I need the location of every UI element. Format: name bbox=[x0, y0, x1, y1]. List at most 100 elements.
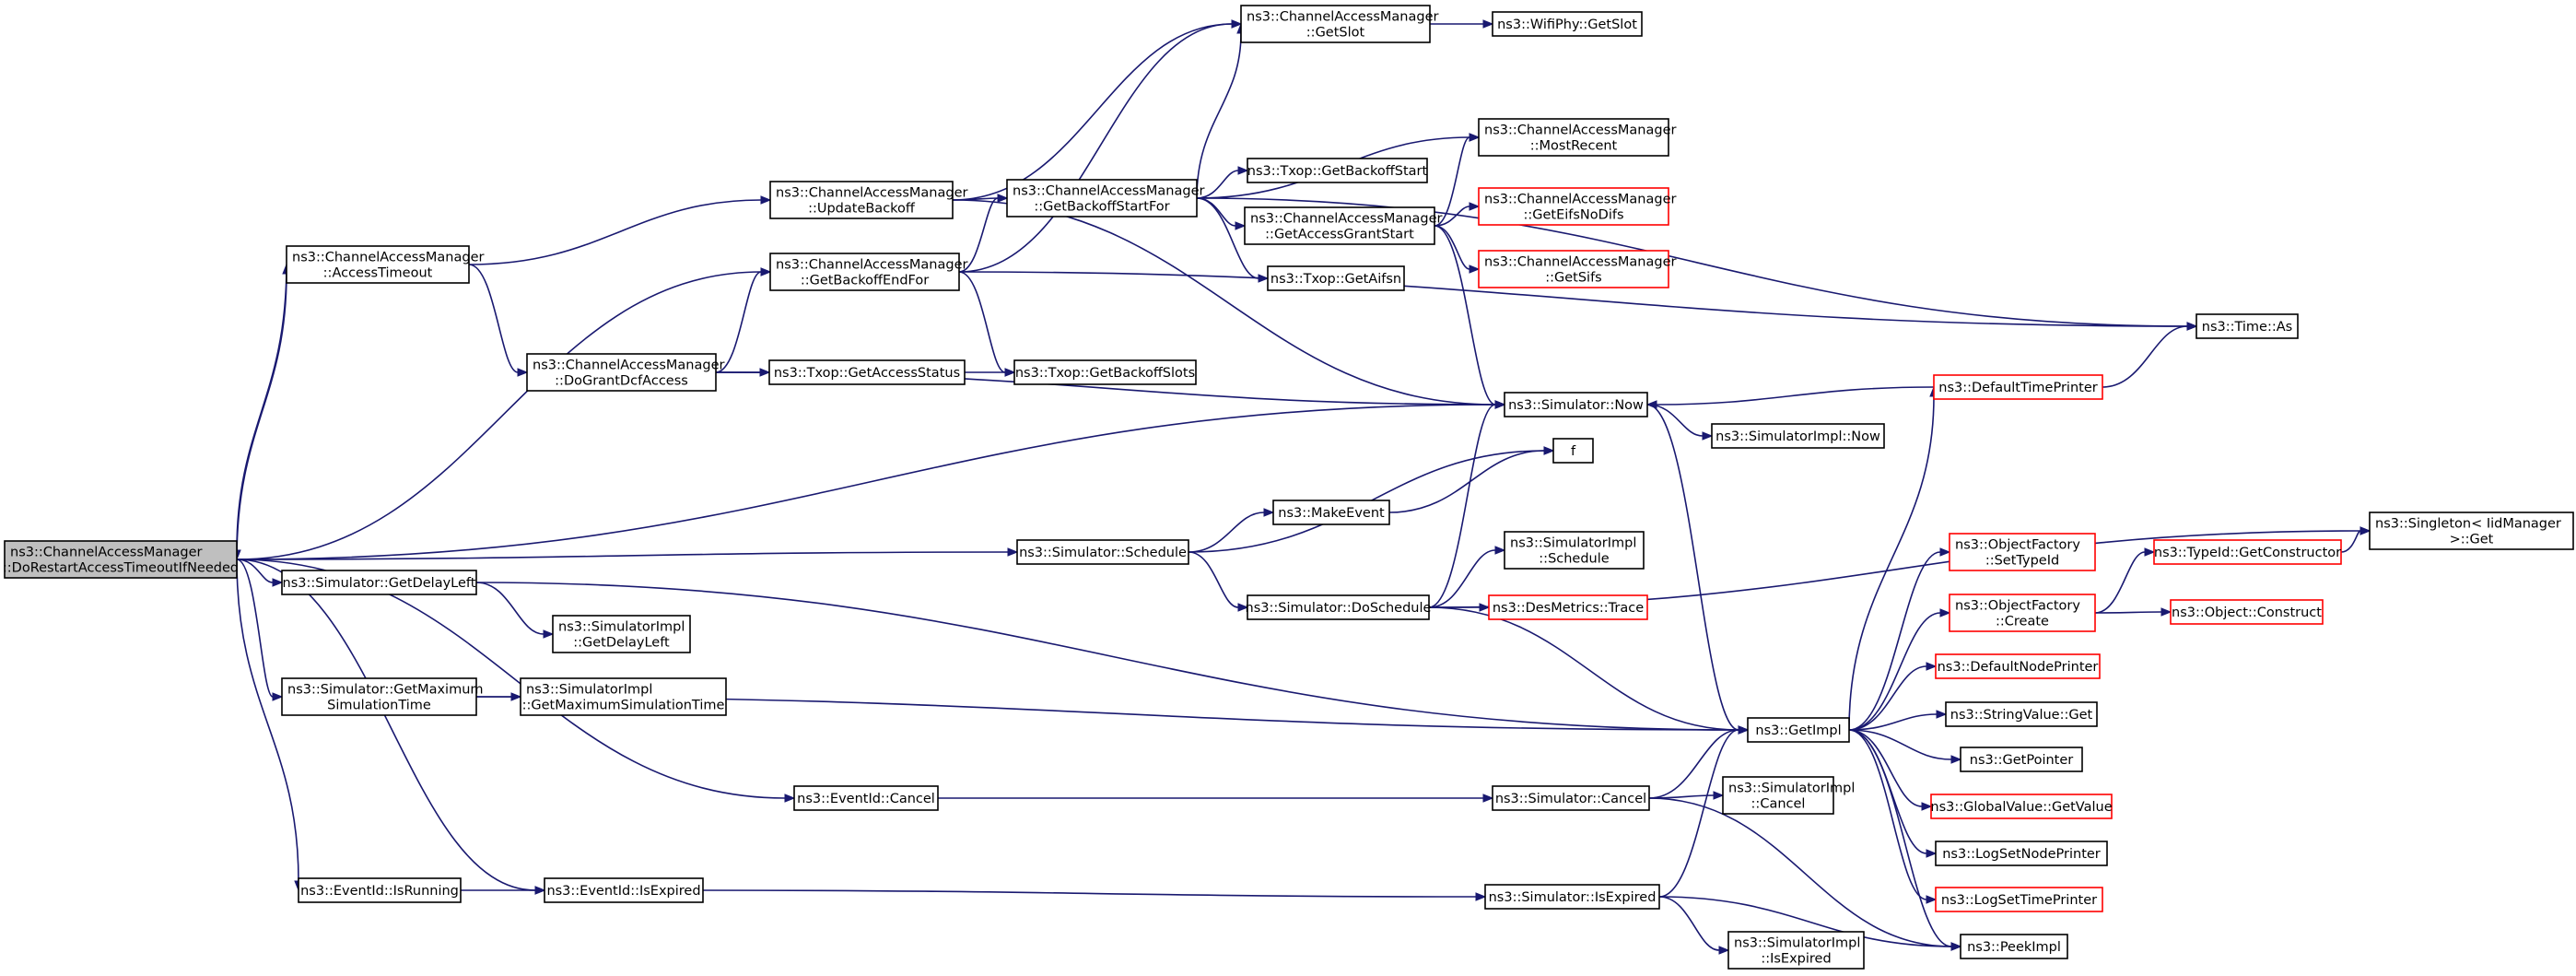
node-box bbox=[1945, 701, 2098, 727]
node-get-impl[interactable]: ns3::GetImpl bbox=[1747, 717, 1850, 743]
node-label: ::IsExpired bbox=[1761, 952, 1831, 967]
edge-do-schedule-to-sim-impl-schedule bbox=[1428, 549, 1496, 608]
node-label: ns3::ChannelAccessManager bbox=[1250, 212, 1443, 227]
node-des-metrics-trace[interactable]: ns3::DesMetrics::Trace bbox=[1488, 594, 1648, 620]
node-get-eifs-no-difs[interactable]: ns3::ChannelAccessManager::GetEifsNoDifs bbox=[1478, 187, 1677, 226]
node-sim-impl-cancel[interactable]: ns3::SimulatorImpl::Cancel bbox=[1722, 776, 1855, 815]
node-time-as[interactable]: ns3::Time::As bbox=[2195, 313, 2299, 339]
arrowhead bbox=[543, 629, 555, 639]
edge-get-backoff-start-for-to-get-slot bbox=[1196, 32, 1242, 199]
node-label: ns3::PeekImpl bbox=[1967, 940, 2061, 955]
edge-get-access-grant-start-to-get-eifs-no-difs bbox=[1434, 206, 1470, 227]
node-peek-impl[interactable]: ns3::PeekImpl bbox=[1960, 934, 2068, 959]
node-global-value-get-value[interactable]: ns3::GlobalValue::GetValue bbox=[1930, 794, 2113, 819]
node-most-recent[interactable]: ns3::ChannelAccessManager::MostRecent bbox=[1478, 118, 1677, 157]
edge-object-factory-create-to-object-construct bbox=[2094, 611, 2162, 614]
node-sim-impl-get-delay-left[interactable]: ns3::SimulatorImpl::GetDelayLeft bbox=[552, 615, 691, 653]
node-object-factory-set-type-id[interactable]: ns3::ObjectFactory::SetTypeId bbox=[1949, 533, 2096, 571]
node-f[interactable]: f bbox=[1552, 438, 1594, 464]
node-get-delay-left[interactable]: ns3::Simulator::GetDelayLeft bbox=[281, 570, 477, 595]
node-txop-get-backoff-start[interactable]: ns3::Txop::GetBackoffStart bbox=[1247, 158, 1428, 183]
node-string-value-get[interactable]: ns3::StringValue::Get bbox=[1945, 701, 2098, 727]
node-wifi-phy-get-slot[interactable]: ns3::WifiPhy::GetSlot bbox=[1492, 11, 1643, 37]
node-type-id-get-constructor[interactable]: ns3::TypeId::GetConstructor bbox=[2153, 539, 2342, 565]
edge-root-to-get-backoff-end-for bbox=[236, 271, 762, 560]
node-simulator-cancel[interactable]: ns3::Simulator::Cancel bbox=[1492, 785, 1650, 811]
node-box bbox=[1478, 118, 1669, 157]
node-update-backoff[interactable]: ns3::ChannelAccessManager::UpdateBackoff bbox=[769, 181, 968, 219]
arrowhead bbox=[784, 794, 796, 803]
node-get-max-sim-time[interactable]: ns3::Simulator::GetMaximumSimulationTime bbox=[281, 677, 484, 716]
node-sim-impl-is-expired[interactable]: ns3::SimulatorImpl::IsExpired bbox=[1727, 931, 1865, 970]
node-box bbox=[1933, 374, 2103, 400]
node-label: ns3::WifiPhy::GetSlot bbox=[1497, 18, 1637, 32]
node-object-factory-create[interactable]: ns3::ObjectFactory::Create bbox=[1949, 594, 2096, 632]
arrowhead bbox=[1237, 166, 1249, 175]
node-get-backoff-end-for[interactable]: ns3::ChannelAccessManager::GetBackoffEnd… bbox=[769, 253, 968, 291]
node-event-id-is-expired[interactable]: ns3::EventId::IsExpired bbox=[544, 877, 704, 903]
node-object-construct[interactable]: ns3::Object::Construct bbox=[2170, 599, 2324, 625]
node-label: ns3::SimulatorImpl bbox=[558, 620, 685, 635]
node-label: ns3::Singleton< IidManager bbox=[2375, 517, 2561, 532]
node-box bbox=[1016, 539, 1189, 565]
node-box bbox=[2369, 512, 2574, 550]
edge-get-delay-left-to-sim-impl-get-delay-left bbox=[475, 582, 544, 635]
node-label: ::Schedule bbox=[1539, 552, 1609, 567]
node-get-backoff-start-for[interactable]: ns3::ChannelAccessManager::GetBackoffSta… bbox=[1006, 179, 1205, 218]
arrowhead bbox=[1702, 431, 1714, 441]
arrowhead bbox=[517, 368, 529, 377]
node-txop-get-access-status[interactable]: ns3::Txop::GetAccessStatus bbox=[768, 359, 966, 385]
arrowhead bbox=[1004, 368, 1016, 377]
node-label: ns3::Txop::GetBackoffSlots bbox=[1015, 366, 1195, 381]
node-label: ns3::ChannelAccessManager bbox=[533, 359, 725, 373]
edge-get-backoff-start-for-to-txop-get-aifsn bbox=[1196, 197, 1259, 279]
arrowhead bbox=[1479, 603, 1491, 612]
arrowhead bbox=[1543, 446, 1555, 455]
node-label: ns3::ChannelAccessManager bbox=[292, 251, 485, 265]
node-txop-get-aifsn[interactable]: ns3::Txop::GetAifsn bbox=[1267, 265, 1405, 291]
node-singleton-get[interactable]: ns3::Singleton< IidManager >::Get bbox=[2369, 512, 2574, 550]
node-default-time-printer[interactable]: ns3::DefaultTimePrinter bbox=[1933, 374, 2103, 400]
edge-event-id-is-expired-to-simulator-is-expired bbox=[702, 889, 1477, 898]
node-box bbox=[281, 677, 477, 716]
edge-get-backoff-end-for-to-txop-get-backoff-slots bbox=[958, 271, 1006, 373]
node-get-access-grant-start[interactable]: ns3::ChannelAccessManager::GetAccessGran… bbox=[1244, 206, 1443, 245]
node-box bbox=[1960, 747, 2083, 772]
node-event-id-is-running[interactable]: ns3::EventId::IsRunning bbox=[298, 877, 462, 903]
node-txop-get-backoff-slots[interactable]: ns3::Txop::GetBackoffSlots bbox=[1013, 359, 1197, 385]
arrowhead bbox=[1926, 895, 1938, 904]
node-event-id-cancel[interactable]: ns3::EventId::Cancel bbox=[793, 785, 939, 811]
arrowhead bbox=[1926, 849, 1938, 858]
node-label: ::GetDelayLeft bbox=[573, 636, 670, 651]
node-do-grant-dcf-access[interactable]: ns3::ChannelAccessManager::DoGrantDcfAcc… bbox=[526, 353, 725, 392]
node-default-node-printer[interactable]: ns3::DefaultNodePrinter bbox=[1935, 653, 2101, 679]
node-make-event[interactable]: ns3::MakeEvent bbox=[1272, 500, 1390, 525]
node-sim-impl-get-max-sim-time[interactable]: ns3::SimulatorImpl::GetMaximumSimulation… bbox=[520, 677, 727, 716]
node-label: ns3::ChannelAccessManager bbox=[10, 546, 203, 560]
node-get-slot[interactable]: ns3::ChannelAccessManager::GetSlot bbox=[1240, 5, 1439, 43]
arrowhead bbox=[2160, 607, 2172, 617]
node-box bbox=[1013, 359, 1197, 385]
node-log-set-node-printer[interactable]: ns3::LogSetNodePrinter bbox=[1935, 841, 2108, 866]
node-sim-impl-now[interactable]: ns3::SimulatorImpl::Now bbox=[1711, 423, 1885, 449]
node-access-timeout[interactable]: ns3::ChannelAccessManager::AccessTimeout bbox=[286, 245, 485, 284]
node-label: ns3::ObjectFactory bbox=[1955, 538, 2080, 553]
node-sim-impl-schedule[interactable]: ns3::SimulatorImpl::Schedule bbox=[1504, 531, 1645, 570]
node-box bbox=[1949, 533, 2096, 571]
edge-get-impl-to-get-pointer bbox=[1848, 729, 1952, 760]
node-simulator-schedule[interactable]: ns3::Simulator::Schedule bbox=[1016, 539, 1189, 565]
node-box bbox=[4, 540, 238, 579]
node-log-set-time-printer[interactable]: ns3::LogSetTimePrinter bbox=[1935, 887, 2103, 912]
node-root[interactable]: ns3::ChannelAccessManager::DoRestartAcce… bbox=[3, 540, 239, 579]
node-do-schedule[interactable]: ns3::Simulator::DoSchedule bbox=[1246, 594, 1432, 620]
node-get-sifs[interactable]: ns3::ChannelAccessManager::GetSifs bbox=[1478, 250, 1677, 288]
node-box bbox=[2170, 599, 2324, 625]
edge-get-backoff-start-for-to-txop-get-backoff-start bbox=[1196, 170, 1239, 199]
edge-get-impl-to-log-set-node-printer bbox=[1848, 729, 1927, 854]
node-simulator-now[interactable]: ns3::Simulator::Now bbox=[1504, 392, 1648, 417]
node-label: ns3::Simulator::IsExpired bbox=[1489, 890, 1657, 905]
node-simulator-is-expired[interactable]: ns3::Simulator::IsExpired bbox=[1484, 884, 1660, 910]
node-get-pointer[interactable]: ns3::GetPointer bbox=[1960, 747, 2083, 772]
node-label: ::GetAccessGrantStart bbox=[1265, 228, 1414, 242]
